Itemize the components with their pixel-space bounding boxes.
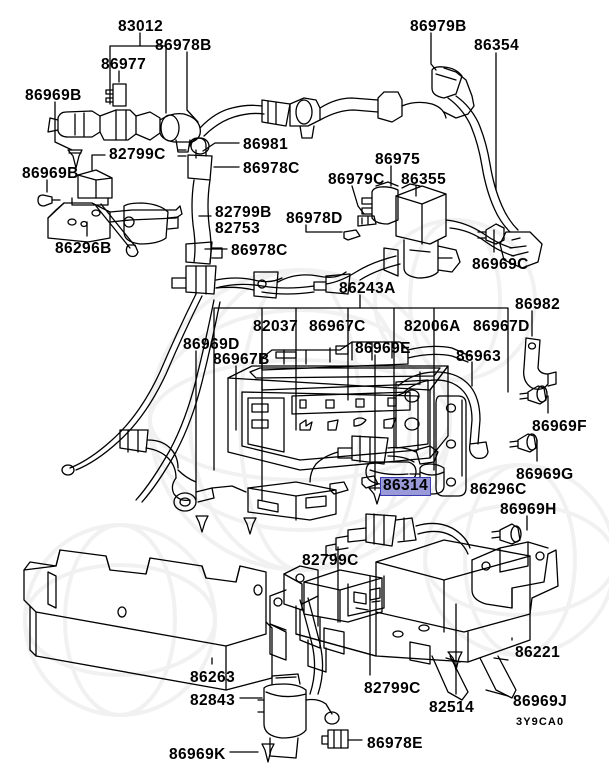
figure-code: 3Y9CA0 [516,716,565,728]
part-label-83012: 83012 [118,18,164,35]
part-label-86978e: 86978E [367,735,423,752]
relay-82799c-upper [71,169,113,206]
part-label-86967c: 86967C [309,318,366,335]
part-label-86967d: 86967D [473,318,530,335]
part-label-86978b: 86978B [155,37,212,54]
part-label-86967b: 86967B [213,351,270,368]
part-label-82514: 82514 [429,699,475,716]
part-label-86314[interactable]: 86314 [380,477,432,496]
wiring-86967b [119,429,247,533]
part-label-86969f: 86969F [532,418,587,435]
part-label-86979c: 86979C [328,171,385,188]
part-label-86263: 86263 [190,669,236,686]
part-label-86969b: 86969B [25,87,82,104]
part-label-86296b: 86296B [55,240,112,257]
wiring-harness-upper [47,91,447,153]
duct-hose-center [171,137,347,299]
part-label-86982: 86982 [515,296,561,313]
part-label-86969k: 86969K [169,746,226,763]
part-label-82799b: 82799B [215,204,272,221]
part-label-86969e: 86969E [355,340,411,357]
part-label-86978c: 86978C [231,242,288,259]
cable-86354 [431,66,543,269]
bolts-f-g [509,385,548,453]
part-label-86969j: 86969J [513,693,568,710]
part-label-86354: 86354 [474,37,520,54]
part-label-82799c: 82799C [109,146,166,163]
part-label-86979b: 86979B [410,18,467,35]
part-label-86975: 86975 [375,151,421,168]
part-label-86981: 86981 [243,136,289,153]
part-label-86243a: 86243A [339,280,396,297]
bracket-86296c [435,395,467,497]
blower-servo-assembly [215,181,515,295]
part-label-82037: 82037 [253,318,299,335]
part-label-82799c: 82799C [302,552,359,569]
part-label-86969b: 86969B [22,165,79,182]
part-label-82799c: 82799C [364,680,421,697]
part-label-82843: 82843 [190,692,236,709]
part-label-86969c: 86969C [472,256,529,273]
part-label-86969g: 86969G [516,466,574,483]
part-label-86296c: 86296C [470,481,527,498]
actuator-82843 [229,597,340,763]
part-label-86978d: 86978D [286,210,343,227]
part-label-86978c: 86978C [243,160,300,177]
bolt-86969h [491,523,522,545]
connector-block-center-right [309,435,439,495]
part-label-86969d: 86969D [183,336,240,353]
hose-86963 [395,371,489,460]
bracket-86296b [47,202,183,258]
part-label-82006a: 82006A [404,318,461,335]
part-label-86355: 86355 [401,171,447,188]
part-label-82753: 82753 [215,220,261,237]
fastener-clips [37,83,127,207]
cover-panel-86263 [23,549,273,691]
ecu-bracket-assembly-86221 [269,513,559,701]
part-label-86221: 86221 [515,644,561,661]
clip-86978e [321,729,363,749]
part-label-86963: 86963 [456,348,502,365]
clamp-86982 [523,337,557,390]
part-label-86969h: 86969H [500,501,557,518]
part-label-86977: 86977 [101,56,147,73]
control-cables [61,293,221,503]
